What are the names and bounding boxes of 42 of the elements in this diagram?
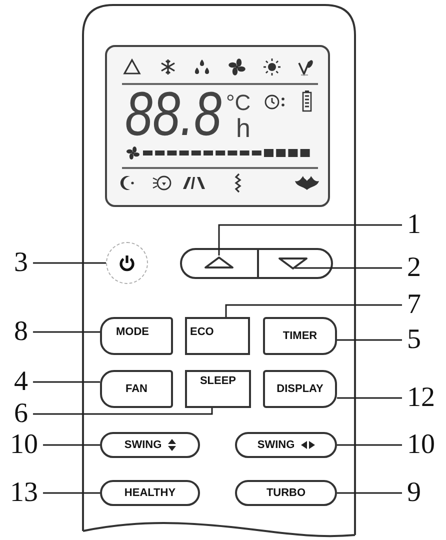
leader-line [337, 397, 402, 399]
callout-number: 4 [14, 368, 28, 396]
swing-button: SWING [235, 432, 337, 458]
callout-number: 6 [14, 400, 28, 428]
eco-button: ECO [185, 317, 250, 355]
leader-line [33, 408, 213, 415]
sleep-button: SLEEP [185, 370, 251, 408]
leader-line [337, 444, 402, 446]
callout-number: 8 [14, 318, 28, 346]
timer-button: TIMER [263, 317, 337, 355]
leader-line [218, 224, 402, 256]
callout-number: 12 [407, 384, 435, 412]
fan-button: FAN [100, 370, 173, 408]
leader-line [33, 262, 106, 264]
mode-button: MODE [100, 317, 173, 355]
leader-line [33, 381, 100, 383]
callout-number: 2 [407, 254, 421, 282]
digit-readout: 88.8 [125, 92, 222, 138]
callout-number: 1 [407, 211, 421, 239]
display-button: DISPLAY [263, 370, 337, 408]
unit-label: h [236, 115, 250, 141]
lcd-screen [105, 45, 330, 207]
callout-number: 9 [407, 479, 421, 507]
unit-label: °C [226, 92, 251, 114]
callout-number: 13 [10, 479, 38, 507]
healthy-button: HEALTHY [100, 480, 200, 506]
callout-number: 3 [14, 249, 28, 277]
callout-number: 10 [407, 431, 435, 459]
leader-line [33, 331, 100, 333]
swing-button: SWING [100, 432, 200, 458]
callout-number: 10 [10, 431, 38, 459]
turbo-button: TURBO [235, 480, 337, 506]
callout-number: 5 [407, 326, 421, 354]
leader-line [43, 492, 100, 494]
leader-line [43, 444, 100, 446]
leader-line [337, 339, 402, 341]
leader-line [337, 492, 402, 494]
leader-line [225, 304, 402, 317]
callout-number: 7 [407, 291, 421, 319]
down-triangle-icon [278, 256, 308, 270]
up-triangle-icon [204, 256, 234, 268]
leader-line [294, 267, 402, 269]
